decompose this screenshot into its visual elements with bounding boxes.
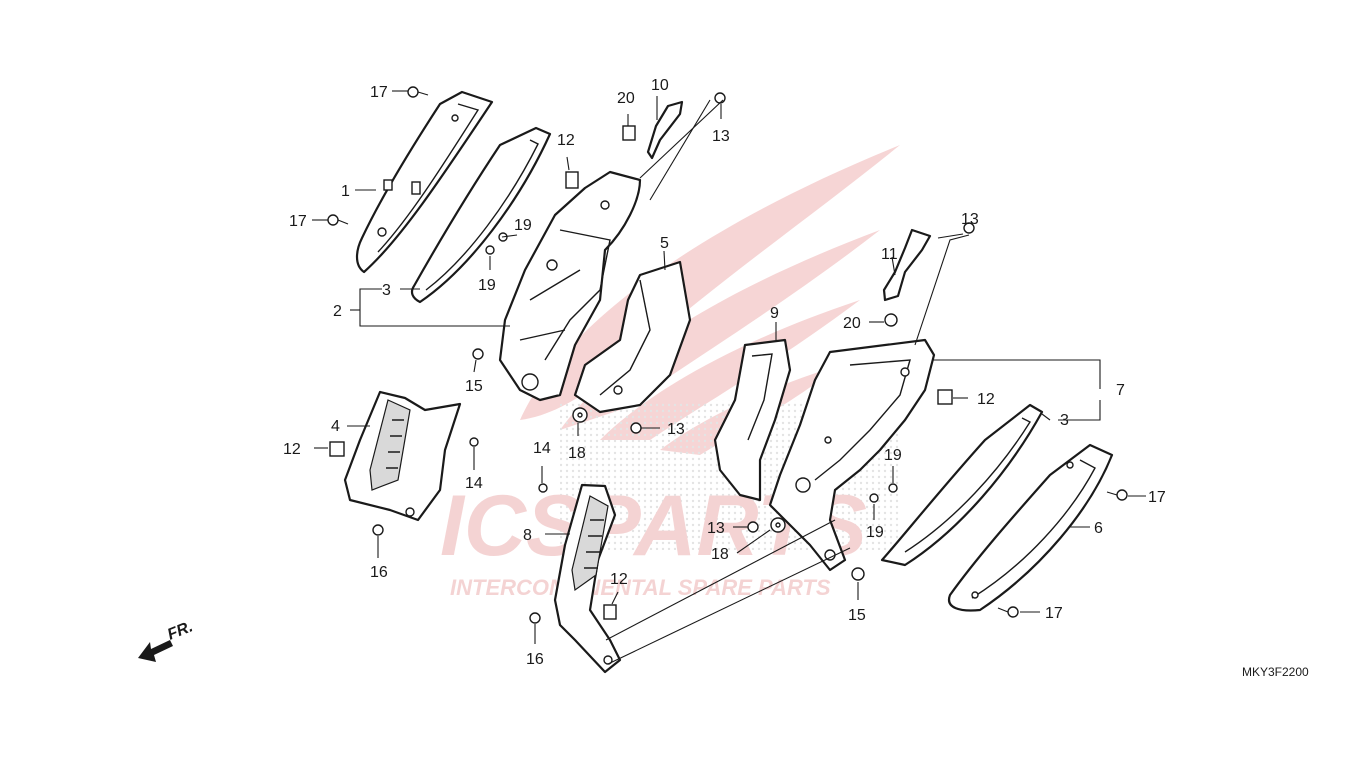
washer-18-b	[770, 517, 786, 533]
callout-19: 19	[884, 447, 902, 464]
callout-6: 6	[1094, 520, 1103, 537]
callout-16: 16	[526, 651, 544, 668]
screw-19-d	[869, 493, 879, 503]
washer-18-a	[572, 407, 588, 423]
callout-19: 19	[478, 277, 496, 294]
callout-12: 12	[283, 441, 301, 458]
callout-19: 19	[866, 524, 884, 541]
screw-17-c	[1106, 489, 1128, 501]
callout-15: 15	[465, 378, 483, 395]
part-6-side-cover-right	[947, 443, 1114, 612]
callout-3: 3	[1060, 412, 1069, 429]
screw-16-a	[372, 524, 384, 536]
grommet-12-a	[565, 171, 579, 189]
part-10-bracket	[646, 100, 684, 160]
callout-5: 5	[660, 235, 669, 252]
nut-13-a	[714, 92, 726, 104]
callout-12: 12	[977, 391, 995, 408]
screw-19-b	[485, 245, 495, 255]
part-9-duct-right	[713, 338, 792, 502]
callout-17: 17	[289, 213, 307, 230]
screw-14-b	[538, 483, 548, 493]
part-1-side-cover-left	[355, 90, 494, 274]
callout-4: 4	[331, 418, 340, 435]
callout-20: 20	[617, 90, 635, 107]
callout-15: 15	[848, 607, 866, 624]
part-3-seal-left	[410, 126, 552, 304]
bolt-20-a	[622, 125, 636, 141]
callout-9: 9	[770, 305, 779, 322]
callout-3: 3	[382, 282, 391, 299]
callout-12: 12	[557, 132, 575, 149]
callout-7: 7	[1116, 382, 1125, 399]
callout-14: 14	[465, 475, 483, 492]
part-3-seal-right	[880, 403, 1044, 567]
callout-14: 14	[533, 440, 551, 457]
part-2-inner-panel-left	[498, 170, 642, 402]
callout-8: 8	[523, 527, 532, 544]
part-8-louver-center	[553, 483, 622, 674]
callout-17: 17	[1045, 605, 1063, 622]
direction-label: FR.	[165, 618, 195, 643]
callout-13: 13	[961, 211, 979, 228]
callout-11: 11	[881, 246, 898, 263]
screw-14-a	[469, 437, 479, 447]
callout-18: 18	[568, 445, 586, 462]
screw-17-b	[327, 214, 349, 226]
screw-19-c	[888, 483, 898, 493]
callout-13: 13	[667, 421, 685, 438]
bolt-20-b	[884, 313, 898, 327]
diagram-code: MKY3F2200	[1242, 665, 1309, 679]
arrow-left-icon	[138, 640, 173, 662]
watermark-tagline: INTERCONTINENTAL SPARE PARTS	[450, 575, 831, 600]
callout-1: 1	[341, 183, 350, 200]
grommet-12-d	[603, 604, 617, 620]
screw-17-a	[407, 86, 429, 98]
callout-12: 12	[610, 571, 628, 588]
grommet-12-c	[329, 441, 345, 457]
part-11-bracket-right	[882, 228, 932, 302]
callout-13: 13	[707, 520, 725, 537]
callout-17: 17	[1148, 489, 1166, 506]
grommet-12-b	[937, 389, 953, 405]
callout-13: 13	[712, 128, 730, 145]
callout-10: 10	[651, 77, 669, 94]
part-7-inner-panel-right	[768, 338, 936, 572]
callout-labels: 17 20 10 13 12 1 17 19 5 3 2 19 15 4 12 …	[283, 77, 1166, 668]
part-5-duct-cover	[573, 260, 692, 414]
callout-17: 17	[370, 84, 388, 101]
callout-16: 16	[370, 564, 388, 581]
callout-20: 20	[843, 315, 861, 332]
callout-19: 19	[514, 217, 532, 234]
part-4-louver-left	[343, 390, 462, 522]
screw-15-a	[472, 348, 484, 360]
callout-2: 2	[333, 303, 342, 320]
screw-17-d	[997, 606, 1019, 618]
nut-13-b	[963, 222, 975, 234]
screw-15-b	[851, 567, 865, 581]
front-direction-indicator: FR.	[138, 618, 195, 662]
nut-13-d	[747, 521, 759, 533]
leader-lines	[312, 90, 1146, 665]
screw-16-b	[529, 612, 541, 624]
nut-13-c	[630, 422, 642, 434]
fasteners	[327, 86, 1128, 624]
callout-18: 18	[711, 546, 729, 563]
